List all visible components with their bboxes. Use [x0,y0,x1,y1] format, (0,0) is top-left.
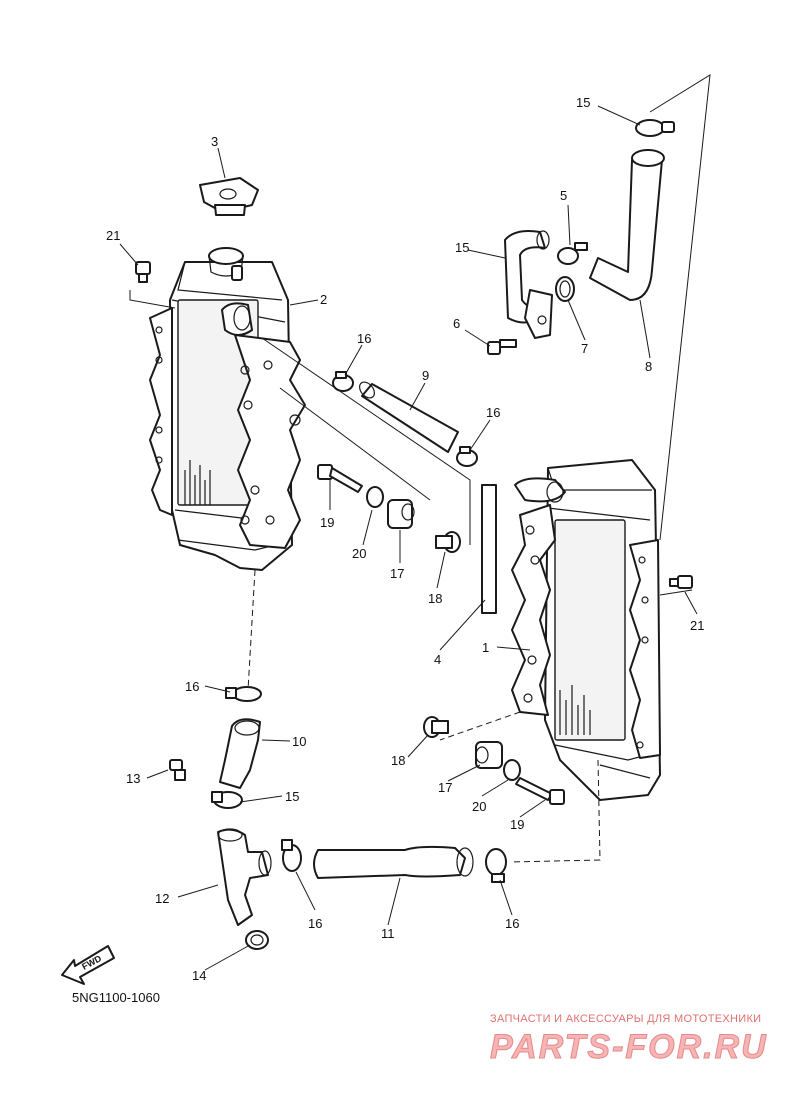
plate-4 [481,484,497,614]
callout-18-lower: 18 [391,753,405,768]
callout-17-lower: 17 [438,780,452,795]
clamp-16-lower-right [485,848,507,883]
callout-16-lower-right: 16 [505,916,519,931]
assembly-lines [129,74,711,863]
callout-20-upper: 20 [352,546,366,561]
callout-19-upper: 19 [320,515,334,530]
callout-6: 6 [453,316,460,331]
callout-11: 11 [381,926,395,941]
callout-10: 10 [292,734,306,749]
callout-19-lower: 19 [510,817,524,832]
hose-11 [313,845,466,879]
callout-21-right: 21 [690,618,704,633]
callout-17-upper: 17 [390,566,404,581]
oring-7 [555,276,575,302]
callout-2: 2 [320,292,327,307]
washer-20-lower [503,759,521,781]
callout-labels: 3 21 2 16 9 16 19 20 17 18 4 1 21 15 5 1… [106,95,704,983]
right-radiator [511,459,661,801]
watermark: ЗАПЧАСТИ И АКСЕССУАРЫ ДЛЯ МОТОТЕХНИКИ PA… [490,1013,768,1067]
callout-15-top: 15 [576,95,590,110]
hose-9 [361,383,459,453]
hose-10 [219,718,261,789]
callout-16-upper: 16 [357,331,371,346]
callout-9: 9 [422,368,429,383]
bracket-6 [487,289,553,355]
watermark-tagline: ЗАПЧАСТИ И АКСЕССУАРЫ ДЛЯ МОТОТЕХНИКИ [490,1013,761,1025]
joint-pipe-12 [217,828,269,926]
bolt-21-right [669,575,693,589]
collar-18-upper [435,531,461,553]
radiator-cap [199,177,259,216]
diagram-code: 5NG1100-1060 [72,990,160,1005]
clamp-15-lower [211,791,243,809]
bolt-13 [169,759,186,781]
clamp-16-left [225,686,262,702]
callout-5: 15 [455,240,469,255]
callout-7: 7 [581,341,588,356]
callout-3: 3 [211,134,218,149]
fwd-arrow-icon: FWD [61,945,115,985]
callout-4: 4 [434,652,441,667]
collar-18-lower [423,716,449,738]
callout-8: 8 [645,359,652,374]
hose-8 [589,159,663,301]
callout-15-lower: 15 [285,789,299,804]
clamp-16-upper [332,371,354,392]
grommet-17-upper [387,499,415,529]
clamp-15-top [635,119,675,137]
washer-20-upper [366,486,384,508]
watermark-logo: PARTS-FOR.RU [490,1028,768,1066]
callout-16-mid: 16 [486,405,500,420]
clamp-16-mid [456,446,478,467]
clamp-15-mid [557,242,588,265]
callout-12: 12 [155,891,169,906]
callout-16-lower-left: 16 [308,916,322,931]
grommet-17-lower [475,741,503,769]
callout-15-mid: 5 [560,188,567,203]
clamp-16-lower-left [281,839,302,872]
bolt-19-lower [515,777,565,805]
leader-lines [119,105,698,971]
left-radiator [149,247,306,571]
bolt-19-upper [317,464,363,493]
callout-1: 1 [482,640,489,655]
callout-21-left: 21 [106,228,120,243]
callout-13: 13 [126,771,140,786]
callout-18-upper: 18 [428,591,442,606]
callout-16-left: 16 [185,679,199,694]
callout-20-lower: 20 [472,799,486,814]
bolt-21-left [135,261,151,283]
callout-14: 14 [192,968,206,983]
oring-14 [245,930,269,950]
